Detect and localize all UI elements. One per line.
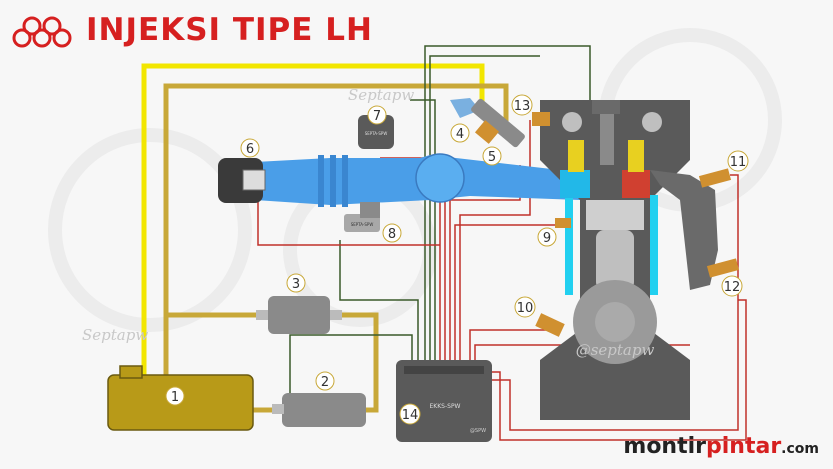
sensor-7-text: SEPTA-SPW	[365, 131, 388, 136]
sensor-8: SEPTA-SPW	[344, 202, 380, 232]
fuel-pump	[272, 393, 366, 427]
brand-part-1: montir	[623, 434, 706, 459]
ecu-text: EKKS-SPW	[430, 403, 461, 410]
ecu-corner-text: @SPW	[470, 428, 486, 434]
exhaust-pipe	[650, 170, 718, 290]
label-3: 3	[286, 273, 306, 293]
svg-text:7: 7	[373, 109, 381, 124]
sensor-7: SEPTA-SPW	[358, 115, 394, 149]
svg-text:4: 4	[456, 127, 464, 142]
label-2: 2	[315, 371, 335, 391]
label-6: 6	[240, 138, 260, 158]
svg-text:5: 5	[488, 150, 496, 165]
label-7: 7	[367, 105, 387, 125]
svg-text:3: 3	[292, 277, 300, 292]
label-5: 5	[482, 146, 502, 166]
engine-sensors	[532, 112, 740, 337]
label-4: 4	[450, 123, 470, 143]
svg-text:10: 10	[517, 301, 534, 316]
label-14: 14	[399, 403, 421, 425]
label-13: 13	[511, 94, 533, 116]
svg-text:12: 12	[724, 280, 741, 295]
page-title: INJEKSI TIPE LH	[86, 12, 373, 48]
svg-text:9: 9	[543, 231, 551, 246]
sensor-8-text: SEPTA-SPW	[351, 222, 374, 227]
svg-text:6: 6	[246, 142, 254, 157]
svg-text:14: 14	[402, 408, 419, 423]
label-11: 11	[727, 150, 749, 172]
label-10: 10	[514, 296, 536, 318]
label-12: 12	[721, 275, 743, 297]
air-flow-meter	[218, 158, 266, 203]
air-intake	[255, 153, 580, 207]
ecu: EKKS-SPW @SPW	[396, 360, 492, 442]
svg-text:2: 2	[321, 375, 329, 390]
svg-text:8: 8	[388, 227, 396, 242]
ground-wires	[289, 45, 591, 400]
logo-icon	[12, 16, 72, 48]
watermark-3: @septapw	[576, 341, 655, 359]
fuel-filter	[256, 296, 342, 334]
label-1: 1	[165, 386, 185, 406]
svg-text:13: 13	[514, 99, 531, 114]
svg-text:1: 1	[171, 390, 179, 405]
brand-wordmark: montirpintar.com	[623, 434, 819, 459]
component-labels: 1 2 3 4 5 6 7 8 9 10 11 12 13 14	[165, 94, 749, 425]
watermark-1: Septapw	[348, 86, 414, 104]
brand-part-2: pintar	[706, 434, 782, 459]
label-9: 9	[537, 227, 557, 247]
fuel-injector	[450, 98, 525, 148]
fuel-lines	[163, 83, 509, 413]
watermark-2: Septapw	[82, 326, 148, 344]
label-8: 8	[382, 223, 402, 243]
brand-part-3: .com	[781, 441, 819, 457]
engine: @septapw	[540, 100, 690, 420]
svg-text:11: 11	[730, 155, 747, 170]
